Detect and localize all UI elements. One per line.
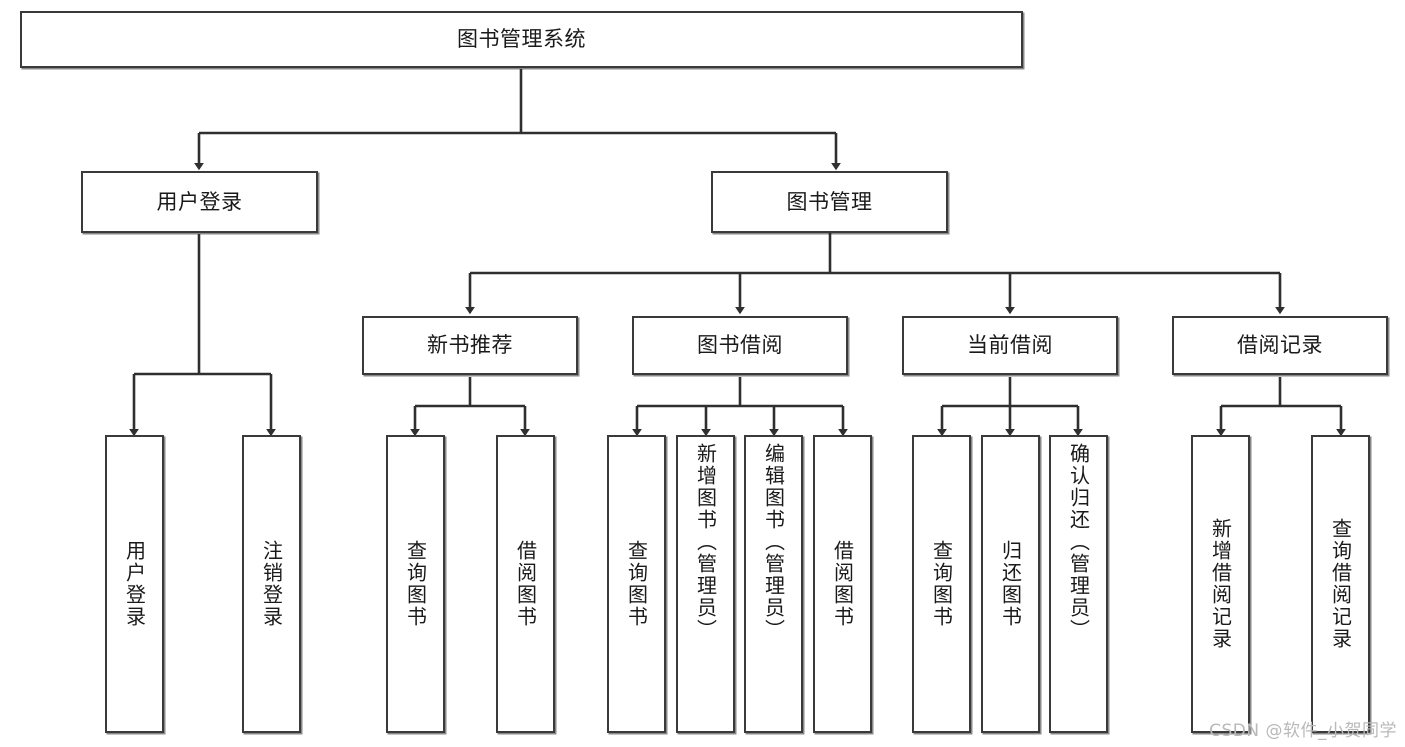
node-leaf-record-add-label: 新增借阅记录 — [1208, 518, 1233, 650]
node-leaf-borrow-lend[interactable]: 借阅图书 — [813, 435, 872, 733]
node-leaf-user-logout[interactable]: 注销登录 — [242, 435, 301, 733]
node-leaf-borrow-query-label: 查询图书 — [624, 540, 649, 628]
node-user-login-label: 用户登录 — [156, 189, 243, 214]
node-leaf-current-query[interactable]: 查询图书 — [912, 435, 971, 733]
node-new-book-rec[interactable]: 新书推荐 — [362, 316, 578, 375]
node-leaf-borrow-edit-label: 编辑图书（管理员） — [761, 443, 786, 641]
node-book-manage-label: 图书管理 — [786, 189, 873, 214]
node-leaf-borrow-lend-label: 借阅图书 — [830, 540, 855, 628]
node-book-borrow[interactable]: 图书借阅 — [632, 316, 848, 375]
node-current-borrow-label: 当前借阅 — [967, 333, 1053, 358]
node-leaf-rec-borrow-label: 借阅图书 — [513, 540, 538, 628]
node-leaf-borrow-add-label: 新增图书（管理员） — [693, 443, 718, 641]
node-leaf-rec-query-label: 查询图书 — [403, 540, 428, 628]
node-leaf-current-return[interactable]: 归还图书 — [981, 435, 1040, 733]
node-leaf-borrow-add[interactable]: 新增图书（管理员） — [676, 435, 735, 733]
node-leaf-current-confirm-label: 确认归还（管理员） — [1066, 443, 1091, 641]
node-leaf-record-query[interactable]: 查询借阅记录 — [1311, 435, 1370, 733]
node-leaf-record-add[interactable]: 新增借阅记录 — [1191, 435, 1250, 733]
csdn-watermark: CSDN @软件_小贺同学 — [1209, 721, 1397, 741]
node-leaf-current-confirm[interactable]: 确认归还（管理员） — [1049, 435, 1108, 733]
node-leaf-rec-borrow[interactable]: 借阅图书 — [496, 435, 555, 733]
node-current-borrow[interactable]: 当前借阅 — [902, 316, 1118, 375]
node-leaf-borrow-query[interactable]: 查询图书 — [607, 435, 666, 733]
node-leaf-user-logout-label: 注销登录 — [259, 540, 284, 628]
node-borrow-record[interactable]: 借阅记录 — [1172, 316, 1388, 375]
node-new-book-rec-label: 新书推荐 — [427, 333, 513, 358]
node-user-login[interactable]: 用户登录 — [81, 171, 318, 233]
node-leaf-user-login[interactable]: 用户登录 — [105, 435, 164, 733]
node-leaf-user-login-label: 用户登录 — [122, 540, 147, 628]
node-leaf-rec-query[interactable]: 查询图书 — [386, 435, 445, 733]
node-leaf-current-query-label: 查询图书 — [929, 540, 954, 628]
node-root-label: 图书管理系统 — [457, 27, 586, 52]
node-borrow-record-label: 借阅记录 — [1237, 333, 1323, 358]
node-book-manage[interactable]: 图书管理 — [711, 171, 948, 233]
node-root[interactable]: 图书管理系统 — [20, 11, 1023, 68]
node-leaf-borrow-edit[interactable]: 编辑图书（管理员） — [744, 435, 803, 733]
node-leaf-current-return-label: 归还图书 — [998, 540, 1023, 628]
node-book-borrow-label: 图书借阅 — [697, 333, 783, 358]
node-leaf-record-query-label: 查询借阅记录 — [1328, 518, 1353, 650]
